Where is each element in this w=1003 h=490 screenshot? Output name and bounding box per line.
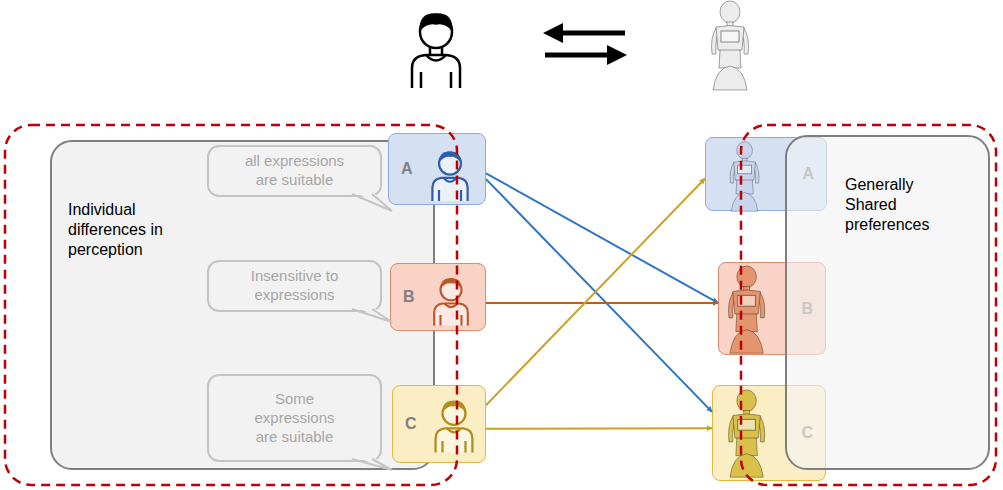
human-neck xyxy=(430,47,442,55)
node-label: Some expressions are suitable xyxy=(247,390,342,446)
connector-arrow xyxy=(486,178,705,405)
robot-figure xyxy=(712,1,749,90)
connector-arrow xyxy=(486,302,718,304)
robot-icon xyxy=(712,1,749,90)
node-label: A xyxy=(401,159,413,179)
human-box: B xyxy=(390,263,486,331)
connector-arrow xyxy=(486,179,712,412)
speech-bubble: all expressions are suitable xyxy=(207,145,382,197)
human-hair xyxy=(420,14,452,30)
human-box: C xyxy=(392,385,486,463)
node-label: Individual differences in perception xyxy=(68,200,203,260)
human-body xyxy=(412,55,460,88)
connector-arrow xyxy=(486,427,712,429)
interaction-arrow xyxy=(545,53,617,58)
node-label: Insensitive to expressions xyxy=(239,267,351,305)
speech-bubble: Insensitive to expressions xyxy=(207,260,382,312)
group-panel: Generally Shared preferences xyxy=(785,135,990,470)
human-arms xyxy=(421,72,451,88)
human-icon xyxy=(412,14,460,88)
node-label: C xyxy=(405,414,417,434)
group-panel: Individual differences in perception all … xyxy=(50,140,435,470)
human-collar xyxy=(426,55,446,61)
node-label: Generally Shared preferences xyxy=(845,175,945,235)
interaction-arrow xyxy=(553,31,625,36)
node-label: B xyxy=(403,287,415,307)
speech-bubble: Some expressions are suitable xyxy=(207,374,382,462)
connector-arrow xyxy=(486,173,718,303)
human-head xyxy=(420,16,452,48)
human-box: A xyxy=(388,133,486,205)
node-label: all expressions are suitable xyxy=(239,152,351,190)
